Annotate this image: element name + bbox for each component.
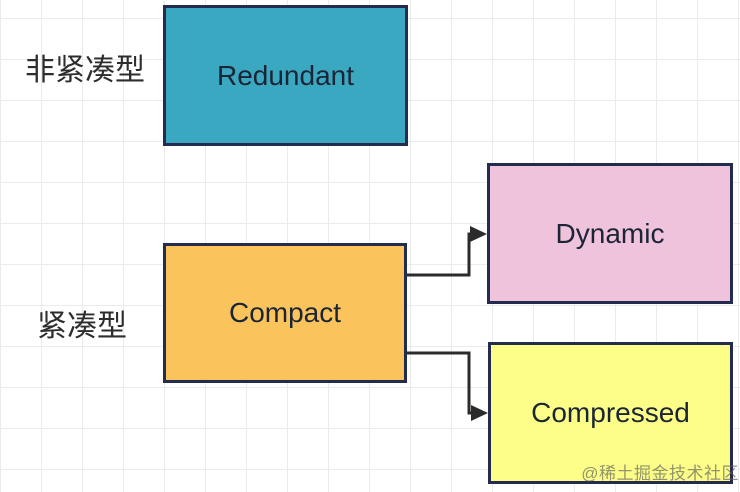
row-label-compact: 紧凑型 [37,310,127,343]
row-label-non-compact: 非紧凑型 [25,54,145,87]
arrowhead-compressed-icon [471,405,488,421]
connector-compact-to-compressed [407,351,471,415]
arrowhead-dynamic-icon [470,226,487,242]
connector-compact-to-dynamic [407,232,471,277]
node-redundant: Redundant [163,5,408,146]
node-dynamic: Dynamic [487,163,733,304]
node-compressed-label: Compressed [531,397,690,428]
node-compressed: Compressed [488,342,733,484]
node-dynamic-label: Dynamic [555,217,665,249]
node-compact-label: Compact [228,297,342,328]
node-redundant-label: Redundant [216,59,354,91]
node-compact: Compact [163,243,407,383]
watermark: @稀土掘金技术社区 [581,464,739,483]
